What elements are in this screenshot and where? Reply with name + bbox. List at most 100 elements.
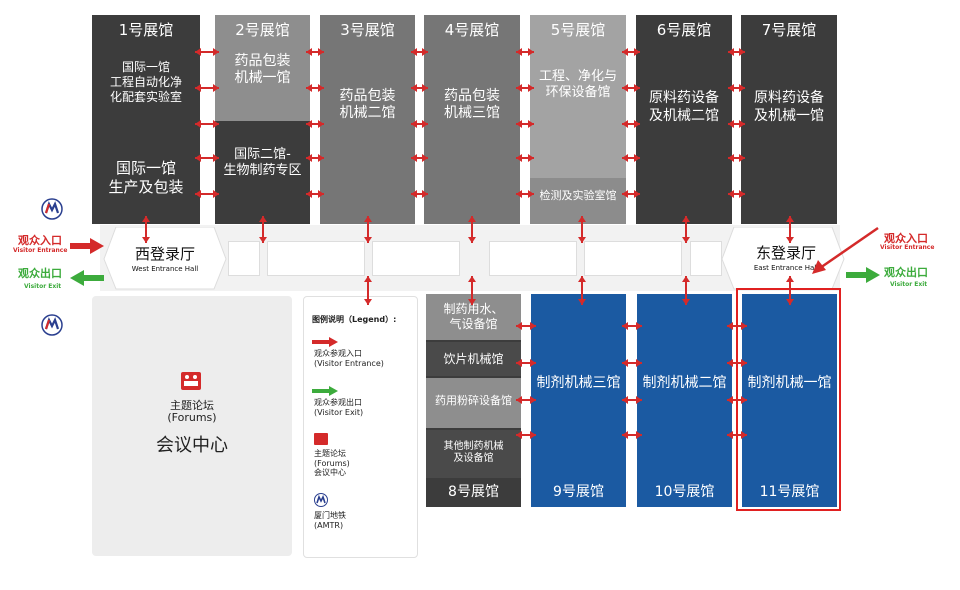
connector-arrow-icon <box>259 216 267 243</box>
connector-arrow-icon <box>578 276 586 305</box>
connector-arrow-icon <box>195 120 219 128</box>
connector-arrow-icon <box>306 120 324 128</box>
east-visitor-exit-label: 观众出口 <box>884 266 928 279</box>
hall-5[interactable]: 5号展馆 工程、净化与 环保设备馆 检测及实验室馆 <box>530 15 626 224</box>
legend-forum-text: 主题论坛 (Forums) 会议中心 <box>314 449 350 478</box>
west-entrance-hall[interactable]: 西登录厅 West Entrance Hall <box>104 243 226 273</box>
hall-9-zone-formulation: 制剂机械三馆 <box>536 375 621 392</box>
hall-7[interactable]: 7号展馆 原料药设备 及机械一馆 <box>741 15 837 224</box>
connector-arrow-icon <box>516 120 534 128</box>
connector-arrow-icon <box>306 154 324 162</box>
forum-icon <box>314 433 328 445</box>
hall-2-title: 2号展馆 <box>235 21 290 39</box>
connector-arrow-icon <box>727 431 747 439</box>
corridor-block <box>690 241 722 276</box>
metro-icon[interactable] <box>41 314 63 336</box>
hall-4[interactable]: 4号展馆 药品包装 机械三馆 <box>424 15 520 224</box>
connector-arrow-icon <box>622 322 642 330</box>
connector-arrow-icon <box>411 48 428 56</box>
west-entrance-hall-en: West Entrance Hall <box>131 265 199 273</box>
forum-area[interactable]: 主题论坛 (Forums) 会议中心 <box>92 296 292 556</box>
hall-4-title: 4号展馆 <box>444 21 500 39</box>
connector-arrow-icon <box>727 396 747 404</box>
legend-metro-text: 厦门地铁 (AMTR) <box>314 511 346 530</box>
west-entrance-hall-name: 西登录厅 <box>134 245 195 263</box>
east-entrance-hall[interactable]: 东登录厅 East Entrance Hall <box>725 242 847 272</box>
connector-arrow-icon <box>786 216 794 243</box>
hall-1[interactable]: 1号展馆 国际一馆 工程自动化净 化配套实验室 国际一馆 生产及包装 <box>92 15 200 224</box>
hall-10-title: 10号展馆 <box>654 484 715 500</box>
hall-11-title: 11号展馆 <box>759 484 820 500</box>
connector-arrow-icon <box>195 154 219 162</box>
legend-entrance-text: 观众参观入口 (Visitor Entrance) <box>314 349 384 368</box>
corridor-block <box>584 241 682 276</box>
connector-arrow-icon <box>516 396 536 404</box>
connector-arrow-icon <box>516 190 534 198</box>
hall-8-title: 8号展馆 <box>448 484 499 500</box>
hall-6-title: 6号展馆 <box>656 21 712 39</box>
green-arrow-icon <box>312 386 338 396</box>
connector-arrow-icon <box>411 120 428 128</box>
corridor-block <box>267 241 365 276</box>
connector-arrow-icon <box>516 84 534 92</box>
connector-arrow-icon <box>622 120 640 128</box>
conference-center: 会议中心 <box>156 435 228 456</box>
hall-3[interactable]: 3号展馆 药品包装 机械二馆 <box>320 15 415 224</box>
hall-7-title: 7号展馆 <box>761 21 817 39</box>
connector-arrow-icon <box>411 190 428 198</box>
connector-arrow-icon <box>364 216 372 243</box>
connector-arrow-icon <box>516 48 534 56</box>
hall-6-zone-api: 原料药设备 及机械二馆 <box>649 90 719 124</box>
hall-8[interactable]: 制药用水、 气设备馆 饮片机械馆 药用粉碎设备馆 其他制药机械 及设备馆 8号展… <box>426 294 521 507</box>
connector-arrow-icon <box>306 84 324 92</box>
connector-arrow-icon <box>468 216 476 243</box>
red-arrow-icon <box>312 337 338 347</box>
connector-arrow-icon <box>728 120 745 128</box>
west-entrance-arrow-icon[interactable] <box>70 238 104 254</box>
hall-10[interactable]: 制剂机械二馆 10号展馆 <box>637 294 732 507</box>
east-entrance-hall-en: East Entrance Hall <box>753 264 819 272</box>
hall-11[interactable]: 制剂机械一馆 11号展馆 <box>742 294 837 507</box>
hall-2-zone-biopharma: 国际二馆- 生物制药专区 <box>223 146 302 178</box>
corridor-block <box>372 241 460 276</box>
east-entrance-arrow-icon[interactable] <box>806 226 880 276</box>
connector-arrow-icon <box>195 84 219 92</box>
connector-arrow-icon <box>622 431 642 439</box>
hall-9-title: 9号展馆 <box>553 484 604 500</box>
connector-arrow-icon <box>622 154 640 162</box>
hall-2-zone-packaging: 药品包装 机械一馆 <box>234 52 291 87</box>
connector-arrow-icon <box>728 190 745 198</box>
hall-5-title: 5号展馆 <box>550 21 606 39</box>
hall-8-zone-other: 其他制药机械 及设备馆 <box>443 440 504 465</box>
hall-1-title: 1号展馆 <box>118 21 174 39</box>
connector-arrow-icon <box>622 48 640 56</box>
hall-7-zone-api: 原料药设备 及机械一馆 <box>754 90 824 124</box>
hall-4-zone-packaging: 药品包装 机械三馆 <box>444 87 500 122</box>
east-visitor-entrance-en: Visitor Entrance <box>880 244 935 251</box>
west-exit-arrow-icon[interactable] <box>70 270 104 286</box>
hall-9[interactable]: 制剂机械三馆 9号展馆 <box>531 294 626 507</box>
connector-arrow-icon <box>622 396 642 404</box>
connector-arrow-icon <box>468 276 476 305</box>
connector-arrow-icon <box>727 359 747 367</box>
legend-exit-text: 观众参观出口 (Visitor Exit) <box>314 398 364 417</box>
connector-arrow-icon <box>727 322 747 330</box>
connector-arrow-icon <box>682 276 690 305</box>
hall-10-zone-formulation: 制剂机械二馆 <box>642 375 727 392</box>
east-entrance-hall-name: 东登录厅 <box>755 244 816 262</box>
west-entrance-hall-shape <box>103 227 227 290</box>
hall-2[interactable]: 2号展馆 药品包装 机械一馆 国际二馆- 生物制药专区 <box>215 15 310 224</box>
forum-en: (Forums) <box>167 411 217 424</box>
legend-title: 图例说明（Legend）: <box>312 315 397 324</box>
hall-1-zone-production: 国际一馆 生产及包装 <box>108 159 184 196</box>
metro-icon[interactable] <box>41 198 63 220</box>
connector-arrow-icon <box>728 84 745 92</box>
connector-arrow-icon <box>142 216 150 243</box>
hall-6[interactable]: 6号展馆 原料药设备 及机械二馆 <box>636 15 732 224</box>
connector-arrow-icon <box>622 190 640 198</box>
hall-1-zone-lab: 国际一馆 工程自动化净 化配套实验室 <box>109 59 182 104</box>
connector-arrow-icon <box>516 154 534 162</box>
connector-arrow-icon <box>364 276 372 305</box>
east-exit-arrow-icon[interactable] <box>846 267 880 283</box>
corridor-block <box>489 241 577 276</box>
